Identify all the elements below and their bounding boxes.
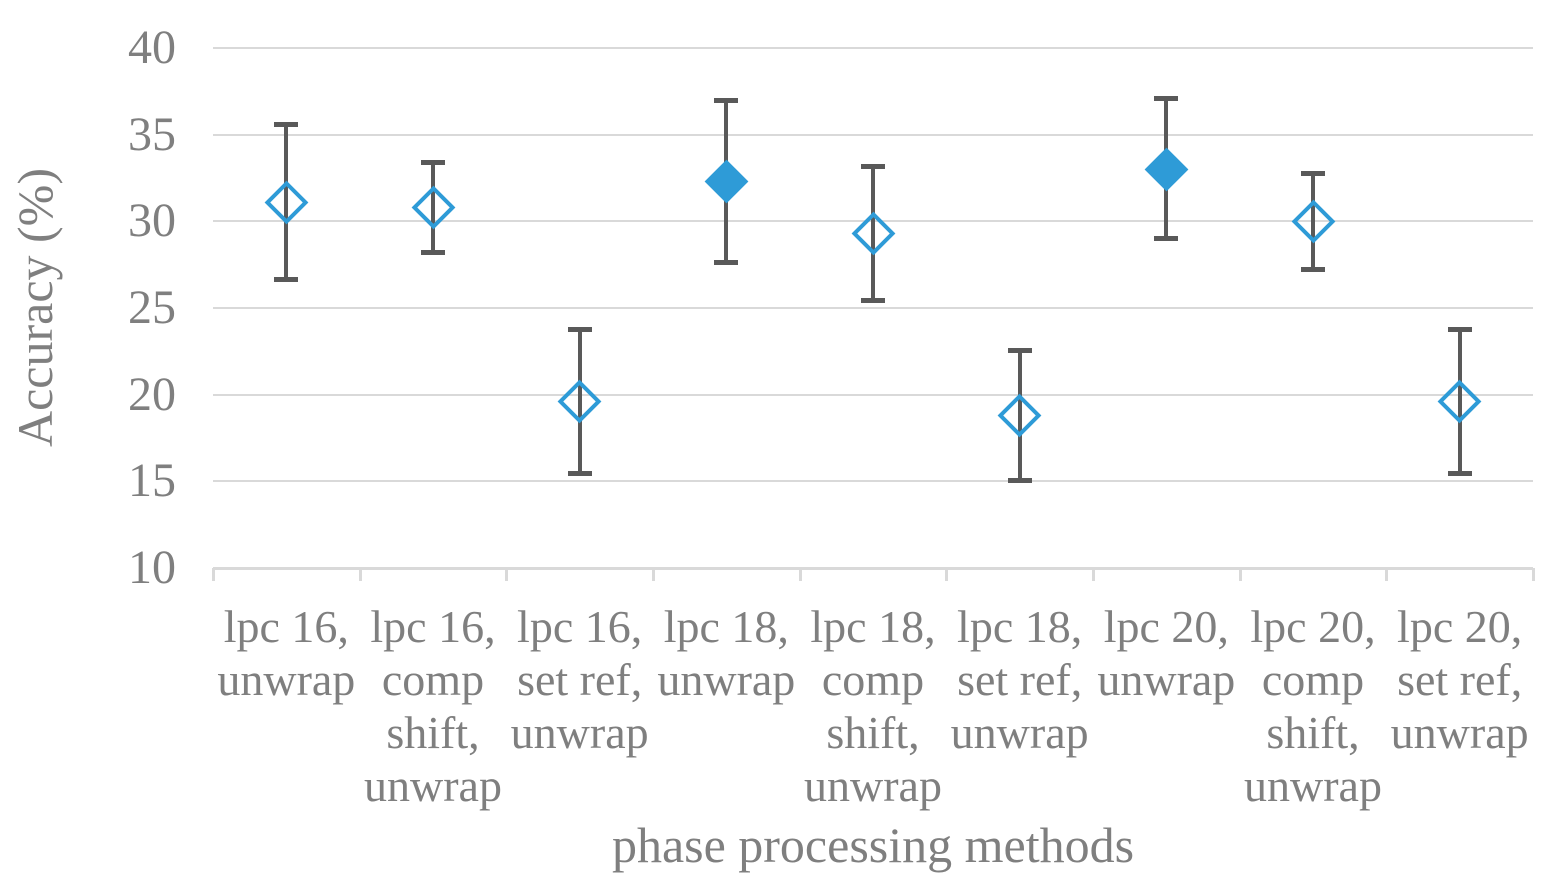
x-category-label-line: comp [1261,654,1365,705]
error-bar-cap-bottom [861,298,885,304]
y-tick-label: 35 [128,107,176,161]
data-point-marker-open [1437,379,1482,424]
x-axis-tick [1385,568,1389,581]
x-category-label-line: shift, [386,707,480,758]
x-category-label-line: lpc 16, [517,601,643,652]
error-bar-line [1457,328,1462,475]
error-bar-cap-top [421,160,445,166]
x-axis-tick [1238,568,1242,581]
x-category-label-line: unwrap [1097,654,1236,705]
x-category-label-line: shift, [826,707,920,758]
error-bar-cap-top [714,98,739,103]
x-axis-tick [798,568,802,581]
error-bar-line [284,124,289,281]
error-bar-cap-bottom [1154,235,1179,241]
y-tick-label: 25 [128,281,176,334]
x-category-label-line: unwrap [657,654,796,705]
x-category-label-line: set ref, [517,654,643,705]
error-bar-cap-bottom [1007,478,1032,484]
data-point-marker-open [557,379,602,424]
x-category-label-line: shift, [1266,707,1360,758]
error-bar-cap-top [567,326,592,332]
x-axis-tick [945,568,949,581]
x-category-label-line: lpc 20, [1250,601,1376,652]
x-category-label: lpc 18,unwrap [649,600,804,706]
x-category-label-line: lpc 18, [663,601,789,652]
data-point-marker-open [1291,199,1335,244]
error-bar-cap-bottom [1447,471,1472,477]
error-bar-cap-top [274,122,299,128]
error-bar-cap-bottom [274,277,299,283]
x-category-label: lpc 16,unwrap [209,600,364,706]
gridline [213,133,1533,136]
error-bar-line [1311,172,1315,270]
y-tick-label: 10 [128,541,176,594]
x-category-label-line: lpc 20, [1397,601,1523,652]
error-bar-cap-bottom [567,471,592,477]
gridline [213,480,1533,483]
x-category-label-line: set ref, [1397,654,1523,705]
x-axis-tick [1532,568,1535,581]
x-axis-tick [505,568,509,581]
x-category-label-line: lpc 20, [1103,601,1229,652]
x-category-label-line: lpc 16, [223,601,349,652]
error-bar-cap-top [861,163,885,169]
data-point-marker-filled [704,159,749,204]
x-category-label-line: lpc 18, [957,601,1083,652]
x-category-label-line: set ref, [957,654,1083,705]
x-category-label: lpc 20,set ref,unwrap [1382,600,1537,759]
x-axis-tick [212,568,215,581]
x-axis-tick [1092,568,1095,581]
error-bar-cap-bottom [714,259,739,265]
error-bar-cap-top [1447,326,1472,332]
x-category-label-line: comp [821,654,925,705]
x-category-label-line: unwrap [804,760,942,811]
error-bar-line [577,328,582,475]
x-axis-line [213,567,1533,570]
data-point-marker-filled [1144,147,1189,192]
x-category-label: lpc 18,set ref,unwrap [942,600,1097,759]
error-bar-line [871,165,875,302]
data-point-marker-open [997,393,1042,438]
x-category-label-line: unwrap [1390,707,1529,758]
x-category-label: lpc 20,unwrap [1089,600,1244,706]
gridline [213,393,1533,396]
x-category-label-line: unwrap [217,654,356,705]
error-bar-cap-top [1007,347,1032,353]
x-category-label-line: unwrap [1244,760,1382,811]
error-bar-cap-top [1154,96,1179,102]
y-tick-label: 20 [128,367,176,421]
x-category-label-line: comp [381,654,485,705]
error-bar-cap-top [1301,170,1325,176]
error-bar-cap-bottom [1301,266,1325,272]
x-axis-tick [358,568,362,581]
x-axis-tick [652,568,655,581]
gridline [213,307,1533,309]
x-category-label: lpc 16,set ref,unwrap [502,600,657,759]
x-category-label-line: lpc 16, [370,601,496,652]
x-category-label-line: lpc 18, [810,601,936,652]
x-axis-title: phase processing methods [611,817,1135,873]
error-bar-cap-bottom [421,249,445,255]
gridline [213,47,1533,49]
y-tick-label: 30 [128,194,176,248]
y-tick-label: 40 [128,21,176,74]
error-bar-line [431,162,435,253]
x-category-label-line: unwrap [950,707,1089,758]
data-point-marker-open [411,185,455,230]
error-bar-line [1017,349,1022,482]
y-tick-label: 15 [128,454,176,508]
data-point-marker-open [264,180,309,225]
x-category-label-line: unwrap [510,707,649,758]
data-point-marker-open [851,211,895,256]
x-category-label-line: unwrap [364,760,502,811]
